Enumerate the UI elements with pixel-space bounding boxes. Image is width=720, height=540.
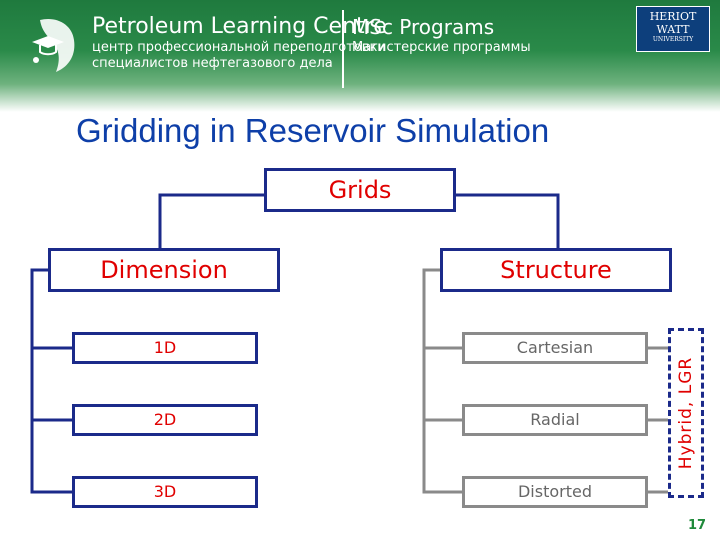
grids-node: Grids: [264, 168, 456, 212]
structure-node: Structure: [440, 248, 672, 292]
dimension-1d-label: 1D: [153, 338, 177, 357]
brand-block: Petroleum Learning Centre центр професси…: [92, 14, 387, 72]
hybrid-lgr-label: Hybrid, LGR: [676, 356, 696, 470]
heriot-watt-logo: HERIOT WATT UNIVERSITY: [636, 6, 710, 52]
header-divider: [342, 10, 344, 88]
dimension-label: Dimension: [100, 256, 228, 284]
org-subtitle-1: центр профессиональной переподготовки: [92, 40, 386, 55]
slide-title: Gridding in Reservoir Simulation: [76, 112, 550, 149]
dimension-1d-node: 1D: [72, 332, 258, 364]
structure-cartesian-node: Cartesian: [462, 332, 648, 364]
program-title: MSc Programs: [352, 15, 495, 39]
hw-line2: WATT: [656, 23, 690, 36]
dimension-3d-node: 3D: [72, 476, 258, 508]
structure-radial-node: Radial: [462, 404, 648, 436]
structure-cartesian-label: Cartesian: [516, 338, 594, 357]
connector-dimension-spine: [30, 268, 72, 494]
hw-line1: HERIOT: [649, 10, 697, 23]
connector-structure-spine: [422, 268, 462, 494]
connector-root-dimension: [158, 193, 264, 248]
dimension-2d-node: 2D: [72, 404, 258, 436]
org-subtitle-2: специалистов нефтегазового дела: [92, 56, 333, 71]
structure-radial-label: Radial: [530, 410, 580, 429]
structure-label: Structure: [500, 256, 612, 284]
org-name: Petroleum Learning Centre: [92, 14, 387, 39]
hybrid-lgr-box: Hybrid, LGR: [668, 328, 704, 498]
header-banner: Petroleum Learning Centre центр професси…: [0, 0, 720, 112]
structure-distorted-node: Distorted: [462, 476, 648, 508]
program-block: MSc Programs Магистерские программы: [352, 14, 531, 56]
structure-distorted-label: Distorted: [517, 482, 592, 501]
grids-label: Grids: [328, 176, 392, 204]
dimension-node: Dimension: [48, 248, 280, 292]
hw-line3: UNIVERSITY: [652, 36, 694, 43]
program-subtitle: Магистерские программы: [352, 40, 531, 55]
dimension-3d-label: 3D: [153, 482, 177, 501]
connector-root-structure: [456, 193, 560, 248]
page-number: 17: [688, 518, 707, 533]
plc-logo-icon: [32, 18, 75, 72]
dimension-2d-label: 2D: [153, 410, 177, 429]
